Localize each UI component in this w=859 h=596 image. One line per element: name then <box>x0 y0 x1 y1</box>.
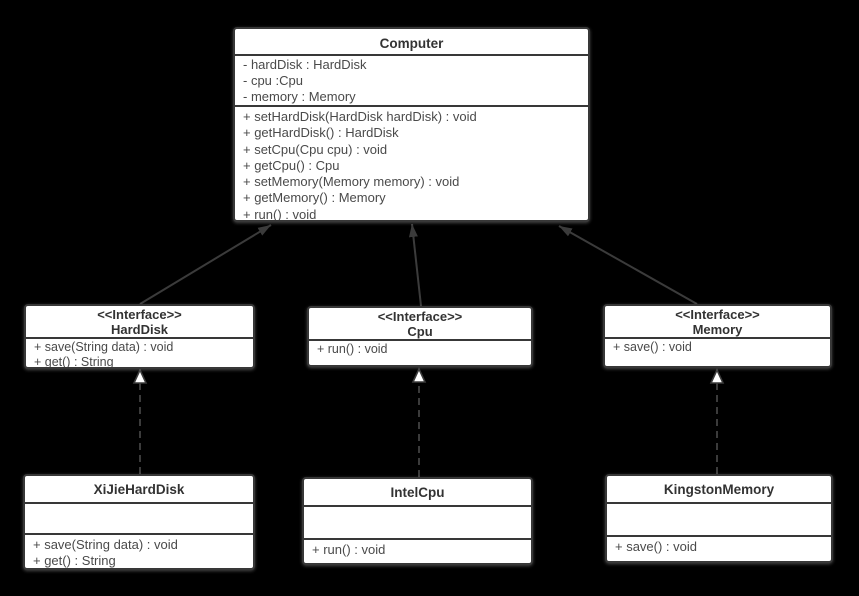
class-title: XiJieHardDisk <box>25 476 253 504</box>
class-xijie-harddisk[interactable]: XiJieHardDisk + save(String data) : void… <box>23 474 255 570</box>
attribute: - hardDisk : HardDisk <box>243 57 367 72</box>
methods-section: + save() : void <box>607 537 831 561</box>
class-title: Computer <box>235 29 588 56</box>
method: + setMemory(Memory memory) : void <box>243 174 460 190</box>
method: + run() : void <box>243 206 317 222</box>
attributes-section-empty <box>25 504 253 535</box>
methods-section: + save(String data) : void + get() : Str… <box>26 339 253 369</box>
interface-harddisk[interactable]: <<Interface>> HardDisk + save(String dat… <box>24 304 255 369</box>
connector-association-cpu-to-computer <box>408 223 422 307</box>
methods-section: + save() : void <box>605 339 830 366</box>
methods-section: + setHardDisk(HardDisk hardDisk) : void … <box>235 107 588 222</box>
methods-section: + run() : void <box>304 540 531 563</box>
interface-title: <<Interface>> HardDisk <box>26 306 253 339</box>
class-title: KingstonMemory <box>607 476 831 504</box>
connector-association-memory-to-computer <box>558 225 698 305</box>
interface-cpu[interactable]: <<Interface>> Cpu + run() : void <box>307 306 533 367</box>
method: + get() : String <box>33 552 116 568</box>
class-kingston-memory[interactable]: KingstonMemory + save() : void <box>605 474 833 563</box>
interface-name: Memory <box>692 321 743 337</box>
attribute: - cpu :Cpu <box>243 73 303 88</box>
method: + setCpu(Cpu cpu) : void <box>243 141 388 157</box>
interface-name: Cpu <box>407 323 433 339</box>
connector-association-harddisk-to-computer <box>139 224 272 305</box>
method: + save() : void <box>613 340 692 354</box>
method: + getCpu() : Cpu <box>243 157 340 173</box>
interface-title: <<Interface>> Cpu <box>309 308 531 341</box>
interface-title: <<Interface>> Memory <box>605 306 830 339</box>
method: + getMemory() : Memory <box>243 190 386 206</box>
class-intel-cpu[interactable]: IntelCpu + run() : void <box>302 477 533 565</box>
interface-name: HardDisk <box>110 321 169 337</box>
attributes-section: - hardDisk : HardDisk - cpu :Cpu - memor… <box>235 56 588 107</box>
method: + run() : void <box>317 342 388 356</box>
method: + save(String data) : void <box>34 340 174 354</box>
method: + run() : void <box>312 542 386 557</box>
method: + get() : String <box>34 354 114 369</box>
class-computer[interactable]: Computer - hardDisk : HardDisk - cpu :Cp… <box>233 27 590 222</box>
stereotype-label: <<Interface>> <box>377 309 463 324</box>
method: + setHardDisk(HardDisk hardDisk) : void <box>243 109 477 124</box>
method: + save() : void <box>615 539 698 554</box>
class-title: IntelCpu <box>304 479 531 507</box>
attribute: - memory : Memory <box>243 89 356 104</box>
stereotype-label: <<Interface>> <box>97 307 182 322</box>
methods-section: + run() : void <box>309 341 531 365</box>
methods-section: + save(String data) : void + get() : Str… <box>25 535 253 568</box>
method: + save(String data) : void <box>33 537 178 552</box>
stereotype-label: <<Interface>> <box>675 307 760 322</box>
method: + getHardDisk() : HardDisk <box>243 125 399 141</box>
interface-memory[interactable]: <<Interface>> Memory + save() : void <box>603 304 832 368</box>
attributes-section-empty <box>607 504 831 537</box>
attributes-section-empty <box>304 507 531 540</box>
